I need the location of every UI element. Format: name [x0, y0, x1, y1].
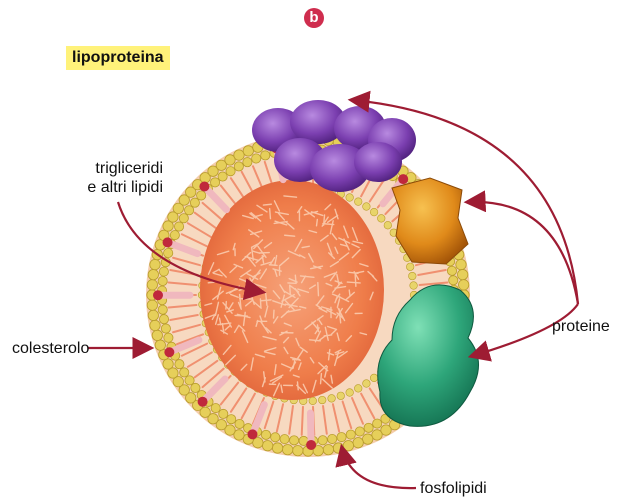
label-trigliceridi: trigliceridi e altri lipidi: [27, 159, 163, 197]
arrow-proteine-orange: [468, 202, 578, 304]
label-trigliceridi-line1: trigliceridi: [27, 159, 163, 178]
label-fosfolipidi: fosfolipidi: [420, 479, 487, 498]
figure-title: lipoproteina: [66, 46, 170, 70]
lipid-core: [200, 180, 384, 400]
label-colesterolo: colesterolo: [12, 339, 89, 358]
label-trigliceridi-line2: e altri lipidi: [27, 178, 163, 197]
arrow-fosfolipidi: [342, 448, 416, 488]
label-proteine: proteine: [552, 317, 610, 336]
panel-badge: b: [304, 8, 324, 28]
